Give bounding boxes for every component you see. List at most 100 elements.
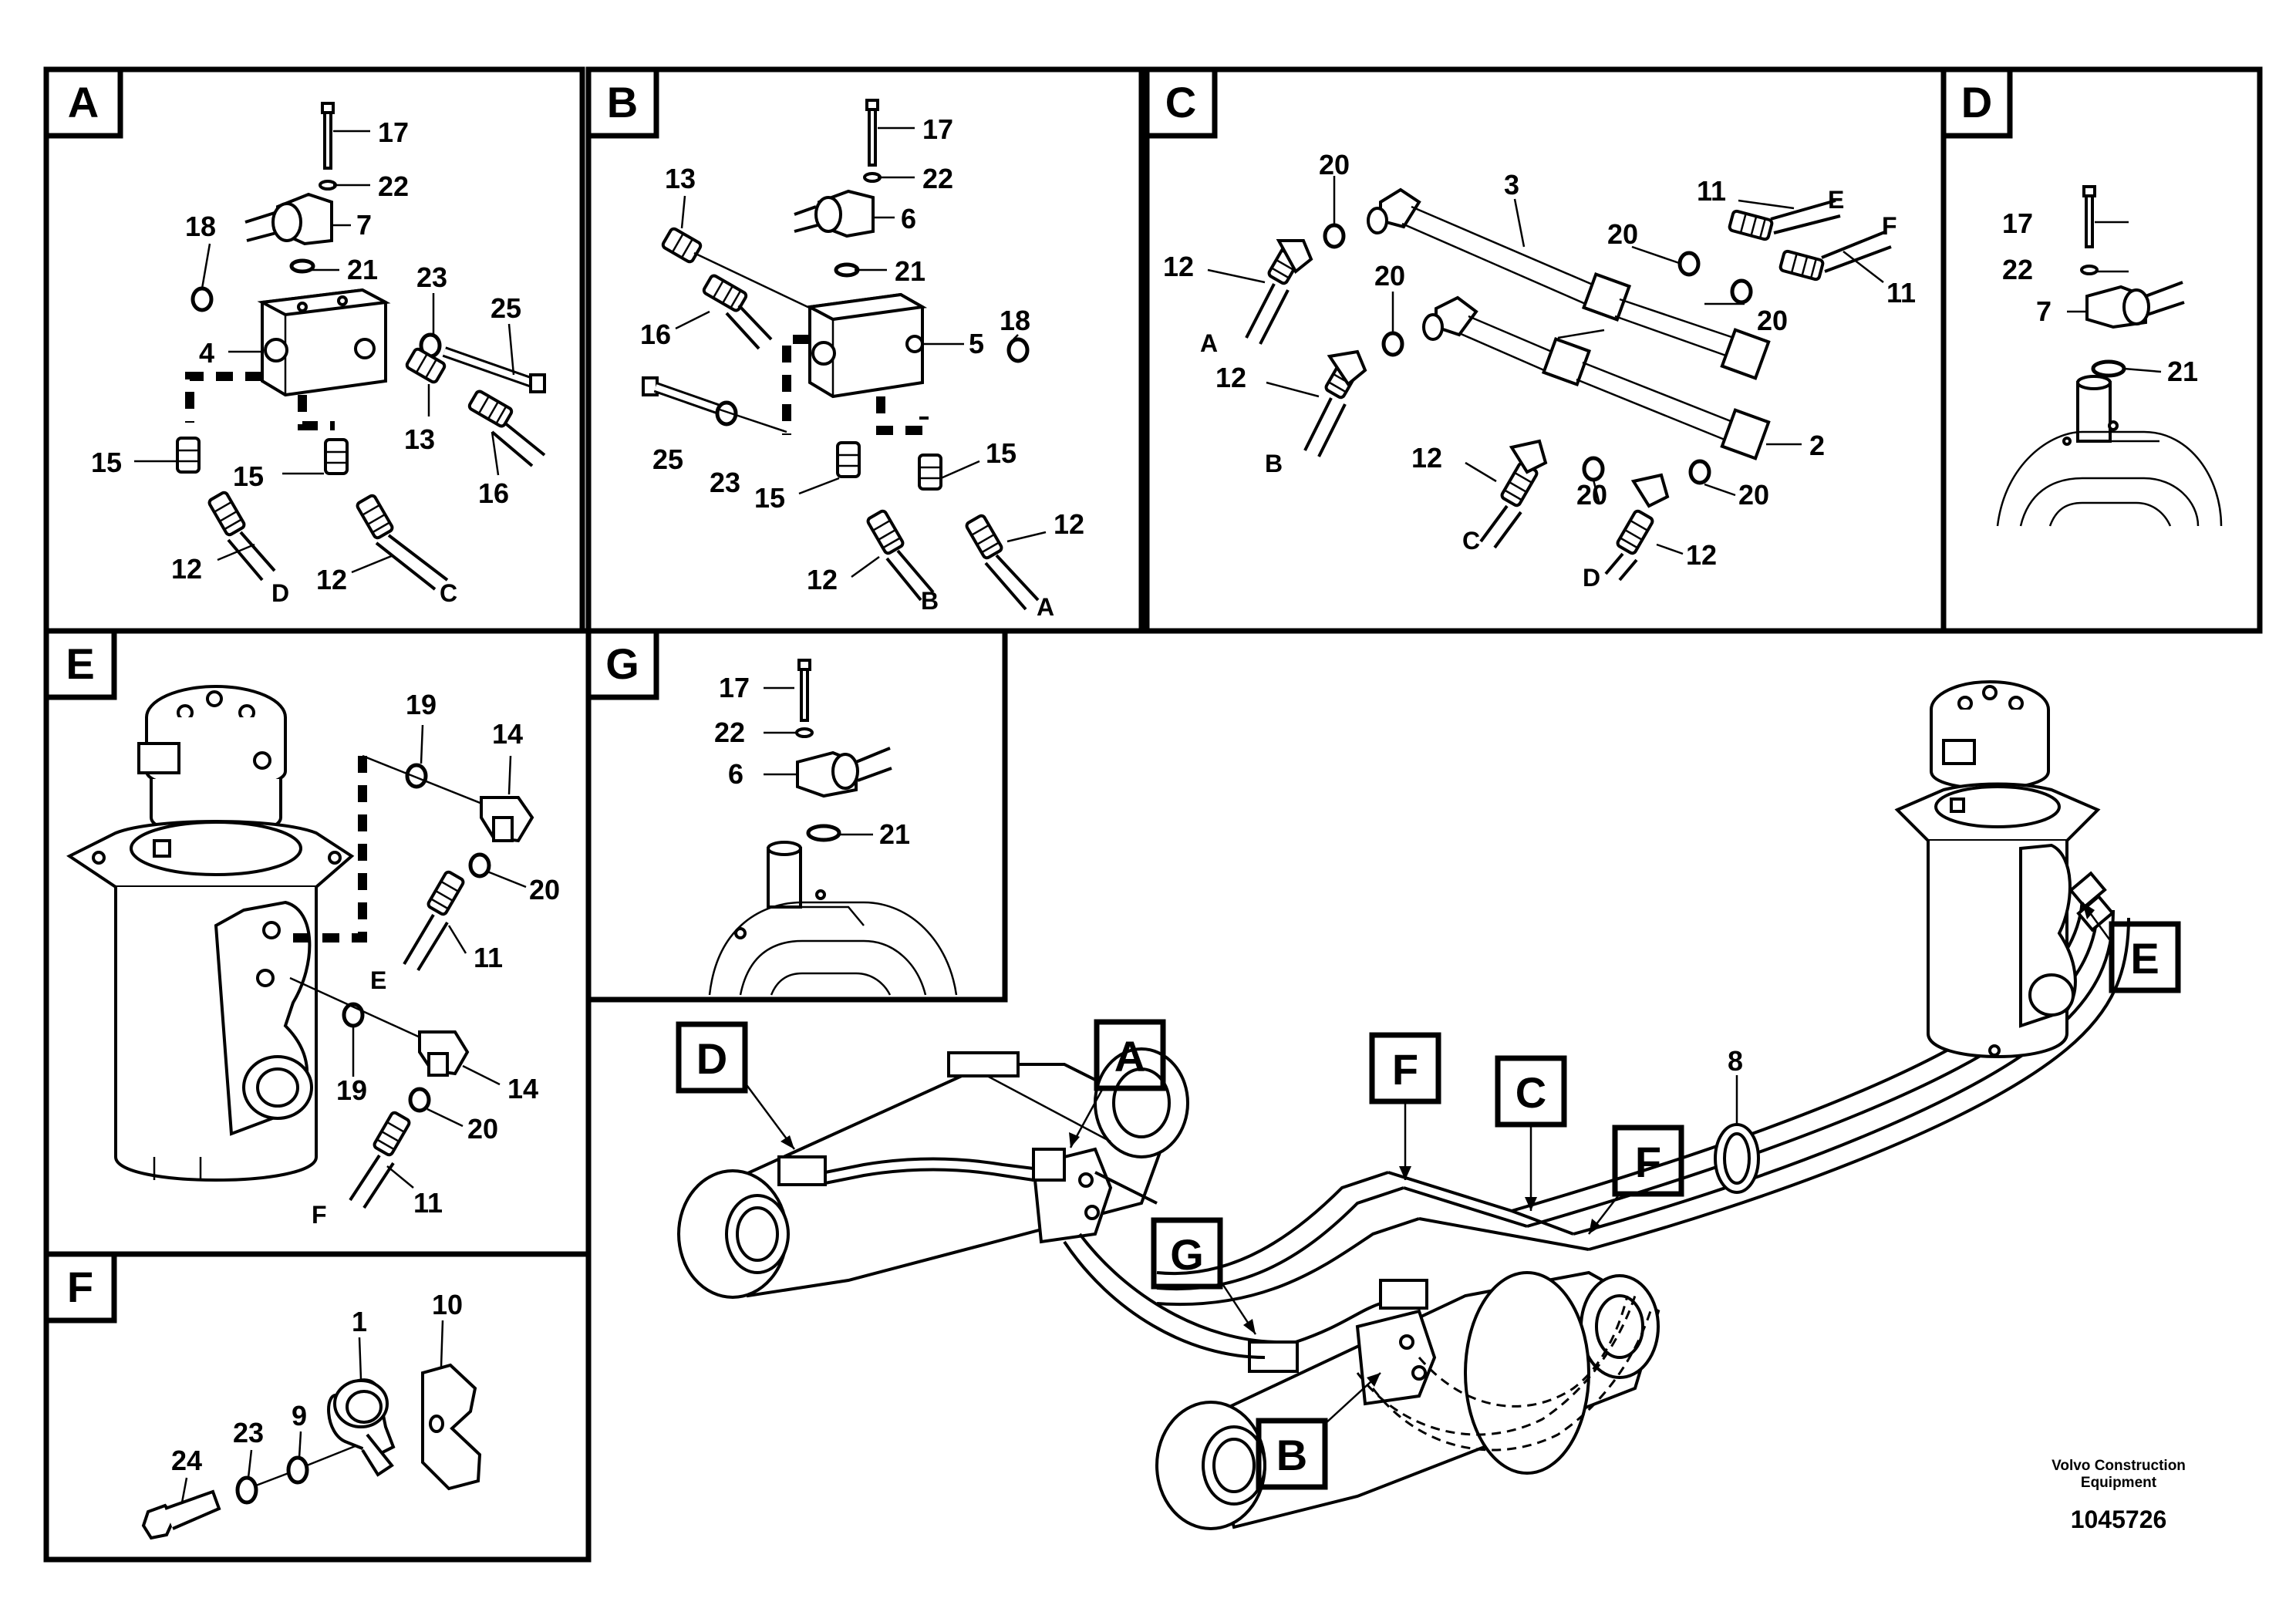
label-c-12-4: 12	[1686, 539, 1717, 571]
label-f-23: 23	[233, 1417, 264, 1448]
label-e-20-2: 20	[467, 1113, 498, 1145]
label-a-15-1: 15	[91, 447, 122, 478]
bolt-25-a	[442, 346, 546, 393]
panel-e-tag-box	[43, 628, 117, 700]
bolt-17-a	[321, 102, 335, 170]
oring-20-c5	[1584, 458, 1603, 480]
label-d-21: 21	[2167, 356, 2198, 387]
caption-c-f: F	[1882, 212, 1897, 240]
bolt-17-g	[797, 659, 811, 722]
company-name-line1: Volvo Construction	[2052, 1458, 2186, 1474]
elbow-15-b1	[836, 441, 861, 478]
sensor-6-b	[794, 189, 875, 238]
oring-20-e1	[470, 855, 489, 876]
dashed-route-e	[293, 756, 367, 943]
label-a-21: 21	[347, 254, 378, 285]
oring-20-c4	[1384, 333, 1402, 355]
callout-g-label: G	[1170, 1230, 1204, 1279]
label-a-7: 7	[356, 209, 372, 241]
hose-end-16-a	[466, 388, 515, 430]
drawing-number: 1045726	[2070, 1506, 2167, 1533]
panel-g: G 17 22 6 21	[585, 628, 1008, 1003]
label-a-23: 23	[416, 261, 447, 293]
panel-c: C	[1144, 66, 1947, 634]
callout-f-1[interactable]: F	[1369, 1032, 1441, 1180]
label-f-24: 24	[171, 1445, 202, 1476]
label-c-12-2: 12	[1215, 362, 1246, 393]
label-d-17: 17	[2002, 207, 2033, 239]
label-c-12-3: 12	[1411, 442, 1442, 474]
label-e-14-2: 14	[507, 1073, 538, 1104]
panel-d: D 17 22 7 21	[1940, 66, 2263, 634]
panel-g-letter: G	[605, 639, 639, 688]
swivel-joint-e	[66, 685, 355, 1182]
callout-b-label: B	[1276, 1431, 1307, 1479]
panel-d-frame	[1940, 66, 2263, 634]
sensor-overview-b	[1379, 1279, 1428, 1310]
callout-d-label: D	[696, 1034, 727, 1083]
dashed-route-b1	[782, 335, 810, 435]
callout-c[interactable]: C	[1495, 1055, 1567, 1211]
label-f-1: 1	[352, 1306, 367, 1337]
label-c-11-1: 11	[1697, 175, 1726, 207]
callout-g[interactable]: G	[1151, 1217, 1257, 1335]
sensor-overview-d	[777, 1155, 827, 1186]
panel-a-tag-box	[43, 66, 123, 139]
adapter-13-b	[659, 225, 704, 265]
oring-19-e1	[407, 765, 426, 787]
panel-f-letter: F	[67, 1263, 93, 1311]
callout-a-label: A	[1114, 1032, 1145, 1081]
label-a-13: 13	[404, 423, 435, 455]
hose-end-11-e	[1727, 208, 1775, 242]
callout-a[interactable]: A	[1069, 1019, 1166, 1148]
panel-f: F 10 1 23 9 24	[43, 1251, 592, 1563]
callout-c-label: C	[1515, 1068, 1546, 1117]
hidden-hose-1	[1356, 1295, 1637, 1436]
callout-d[interactable]: D	[676, 1021, 796, 1150]
label-b-5: 5	[969, 328, 984, 359]
dashed-route-a1	[185, 372, 262, 423]
label-b-17: 17	[922, 113, 953, 145]
callout-f2-label: F	[1635, 1138, 1661, 1186]
label-b-18: 18	[1000, 305, 1030, 336]
label-e-11-1: 11	[474, 942, 503, 973]
panel-b-tag-box	[585, 66, 659, 139]
elbow-15-b2	[918, 454, 942, 491]
oring-18-a	[193, 288, 211, 310]
panel-e: E	[43, 628, 592, 1257]
label-b-15-1: 15	[754, 482, 785, 514]
label-c-20-1: 20	[1319, 149, 1350, 180]
motor-housing-d	[1996, 375, 2223, 527]
oring-20-c1	[1325, 225, 1344, 247]
tube-3	[1367, 187, 1771, 380]
caption-c-c: C	[1462, 527, 1480, 555]
caption-e-e: E	[370, 966, 386, 994]
hose-end-11-f	[1778, 248, 1826, 282]
label-c-20-4: 20	[1374, 260, 1405, 292]
callout-f-2[interactable]: F	[1588, 1125, 1684, 1235]
tube-2	[1422, 295, 1771, 460]
footer-block: Volvo Construction Equipment 1045726	[2034, 1458, 2203, 1534]
label-c-11-2: 11	[1886, 277, 1916, 309]
panel-d-letter: D	[1961, 78, 1992, 126]
hose-a-to-g	[1078, 1233, 1281, 1344]
label-f-9: 9	[292, 1400, 307, 1431]
adapter-13-a	[403, 346, 448, 386]
valve-block-bottom	[1355, 1309, 1437, 1406]
callout-e[interactable]: E	[2081, 902, 2181, 993]
label-g-22: 22	[714, 717, 745, 748]
caption-a-d: D	[271, 579, 289, 607]
label-a-16: 16	[478, 477, 509, 509]
panel-g-tag-box	[585, 628, 659, 700]
oring-20-c3	[1732, 281, 1751, 302]
hose-bundle-1	[1156, 1171, 1389, 1276]
caption-c-a: A	[1200, 329, 1218, 357]
label-b-6: 6	[901, 203, 916, 234]
valve-block-5-b	[804, 292, 928, 399]
hose-12-a1	[206, 489, 248, 538]
panel-b: B	[585, 66, 1145, 634]
callout-b[interactable]: B	[1256, 1372, 1381, 1490]
label-e-14-1: 14	[492, 718, 523, 750]
elbow-14-e2	[418, 1030, 470, 1077]
label-a-22: 22	[378, 170, 409, 202]
